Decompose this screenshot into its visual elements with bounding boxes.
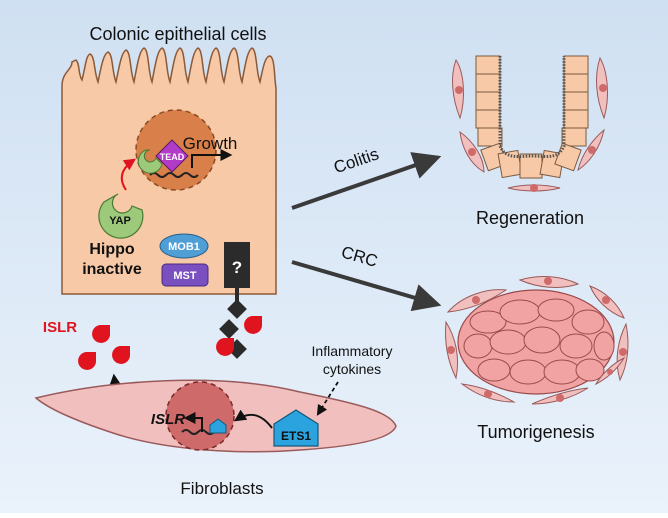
- islr-drop-1: [92, 325, 110, 343]
- bound-islr-2: [216, 338, 234, 356]
- colitis-arrow: [291, 152, 442, 210]
- yap-shape: [98, 193, 144, 239]
- regenerating-crypt: [452, 55, 608, 192]
- islr-gene-label: ISLR: [151, 411, 185, 428]
- islr-drop-2: [78, 352, 96, 370]
- mob1-ellipse: [159, 233, 209, 259]
- fibroblasts-label: Fibroblasts: [180, 479, 263, 498]
- hippo-label-line1: Hippo: [89, 241, 135, 258]
- mob1-label: MOB1: [168, 241, 200, 253]
- cytokine-signal-arrow: [316, 381, 339, 416]
- ets1-import-arrow: [234, 409, 273, 429]
- cytokines-label-line2: cytokines: [323, 361, 381, 377]
- tead-label: TEAD: [160, 152, 185, 162]
- regeneration-label: Regeneration: [476, 208, 584, 228]
- mst-box: [161, 263, 209, 287]
- receptor-question-label: ?: [232, 258, 242, 277]
- tumor-mass: [445, 276, 629, 405]
- epithelial-title: Colonic epithelial cells: [89, 24, 266, 44]
- islr-transcription-arrow: [183, 412, 203, 432]
- dna-strand: [149, 172, 199, 178]
- unknown-receptor: [224, 242, 250, 288]
- bound-islr-1: [244, 316, 262, 334]
- tumorigenesis-label: Tumorigenesis: [477, 422, 594, 442]
- islr-drop-3: [112, 346, 130, 364]
- islr-promoter-dna: [181, 429, 215, 435]
- growth-label: Growth: [183, 134, 238, 153]
- mst-label: MST: [173, 270, 197, 282]
- receptor-domain-2: [219, 319, 239, 339]
- ets1-shape: [273, 409, 319, 447]
- yap-nuclear: [137, 149, 163, 174]
- cytokines-label-line1: Inflammatory: [312, 343, 393, 359]
- yap-translocation-arrow: [120, 158, 136, 191]
- receptor-domain-1: [227, 299, 247, 319]
- ets1-label: ETS1: [281, 429, 311, 443]
- ets1-bound: [209, 418, 227, 434]
- growth-arrow: [191, 149, 233, 168]
- crc-arrow: [291, 260, 442, 312]
- hippo-label-line2: inactive: [82, 261, 142, 278]
- tead-diamond: [155, 139, 189, 173]
- yap-label: YAP: [109, 215, 131, 227]
- islr-secreted-label: ISLR: [43, 319, 77, 336]
